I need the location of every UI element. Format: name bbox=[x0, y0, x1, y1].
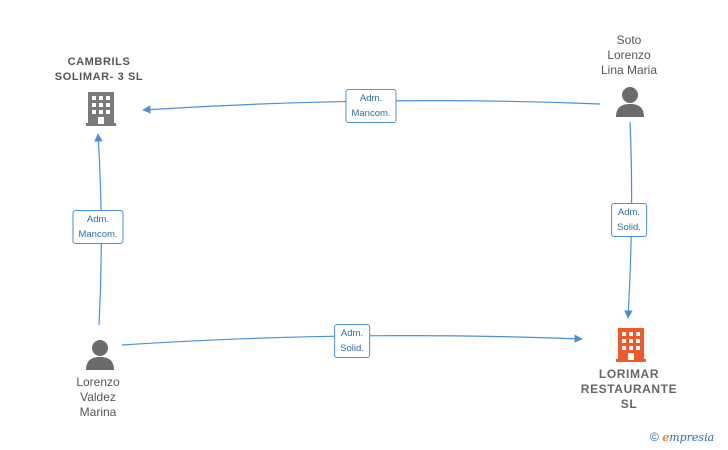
node-label-line: Lina Maria bbox=[600, 63, 658, 77]
node-label-lorimar[interactable]: LORIMAR RESTAURANTE SL bbox=[559, 367, 699, 412]
edge-label-lorenzo-cambrils[interactable]: Adm. Mancom. bbox=[72, 210, 124, 244]
edge-role-line: Adm. bbox=[86, 214, 110, 225]
edge-role-line: Adm. bbox=[359, 93, 383, 104]
edge-role-line: Adm. bbox=[340, 328, 364, 339]
node-label-cambrils[interactable]: CAMBRILS SOLIMAR- 3 SL bbox=[29, 55, 169, 85]
building-icon[interactable] bbox=[86, 90, 116, 126]
person-icon[interactable] bbox=[85, 339, 115, 371]
building-icon[interactable] bbox=[616, 326, 646, 362]
edge-label-soto-cambrils[interactable]: Adm. Mancom. bbox=[345, 89, 397, 123]
node-label-soto[interactable]: Soto Lorenzo Lina Maria bbox=[559, 33, 699, 78]
brand-logo: empresia bbox=[662, 431, 714, 444]
node-label-line: Lorenzo bbox=[607, 48, 651, 62]
node-label-line: SL bbox=[620, 397, 638, 411]
node-label-line: Marina bbox=[79, 405, 117, 419]
edge-role-line: Adm. bbox=[617, 207, 641, 218]
edge-role-line: Mancom. bbox=[78, 229, 118, 240]
node-label-line: Valdez bbox=[80, 390, 116, 404]
copyright-symbol: © bbox=[650, 430, 659, 444]
footer-brand[interactable]: © empresia bbox=[650, 430, 714, 444]
edge-label-soto-lorimar[interactable]: Adm. Solid. bbox=[611, 203, 647, 237]
node-label-line: CAMBRILS bbox=[67, 56, 131, 68]
node-label-line: LORIMAR bbox=[598, 367, 660, 381]
edge-role-line: Solid. bbox=[617, 222, 641, 233]
node-label-line: SOLIMAR- 3 SL bbox=[54, 71, 144, 83]
edge-role-line: Mancom. bbox=[351, 108, 391, 119]
brand-logo-e: e bbox=[662, 431, 670, 444]
node-label-lorenzo[interactable]: Lorenzo Valdez Marina bbox=[28, 375, 168, 420]
person-icon[interactable] bbox=[615, 86, 645, 118]
brand-logo-text: mpresia bbox=[669, 431, 715, 444]
node-label-line: Lorenzo bbox=[76, 375, 120, 389]
edge-role-line: Solid. bbox=[340, 343, 364, 354]
edge-label-lorenzo-lorimar[interactable]: Adm. Solid. bbox=[334, 324, 370, 358]
node-label-line: RESTAURANTE bbox=[580, 382, 678, 396]
node-label-line: Soto bbox=[616, 33, 642, 47]
